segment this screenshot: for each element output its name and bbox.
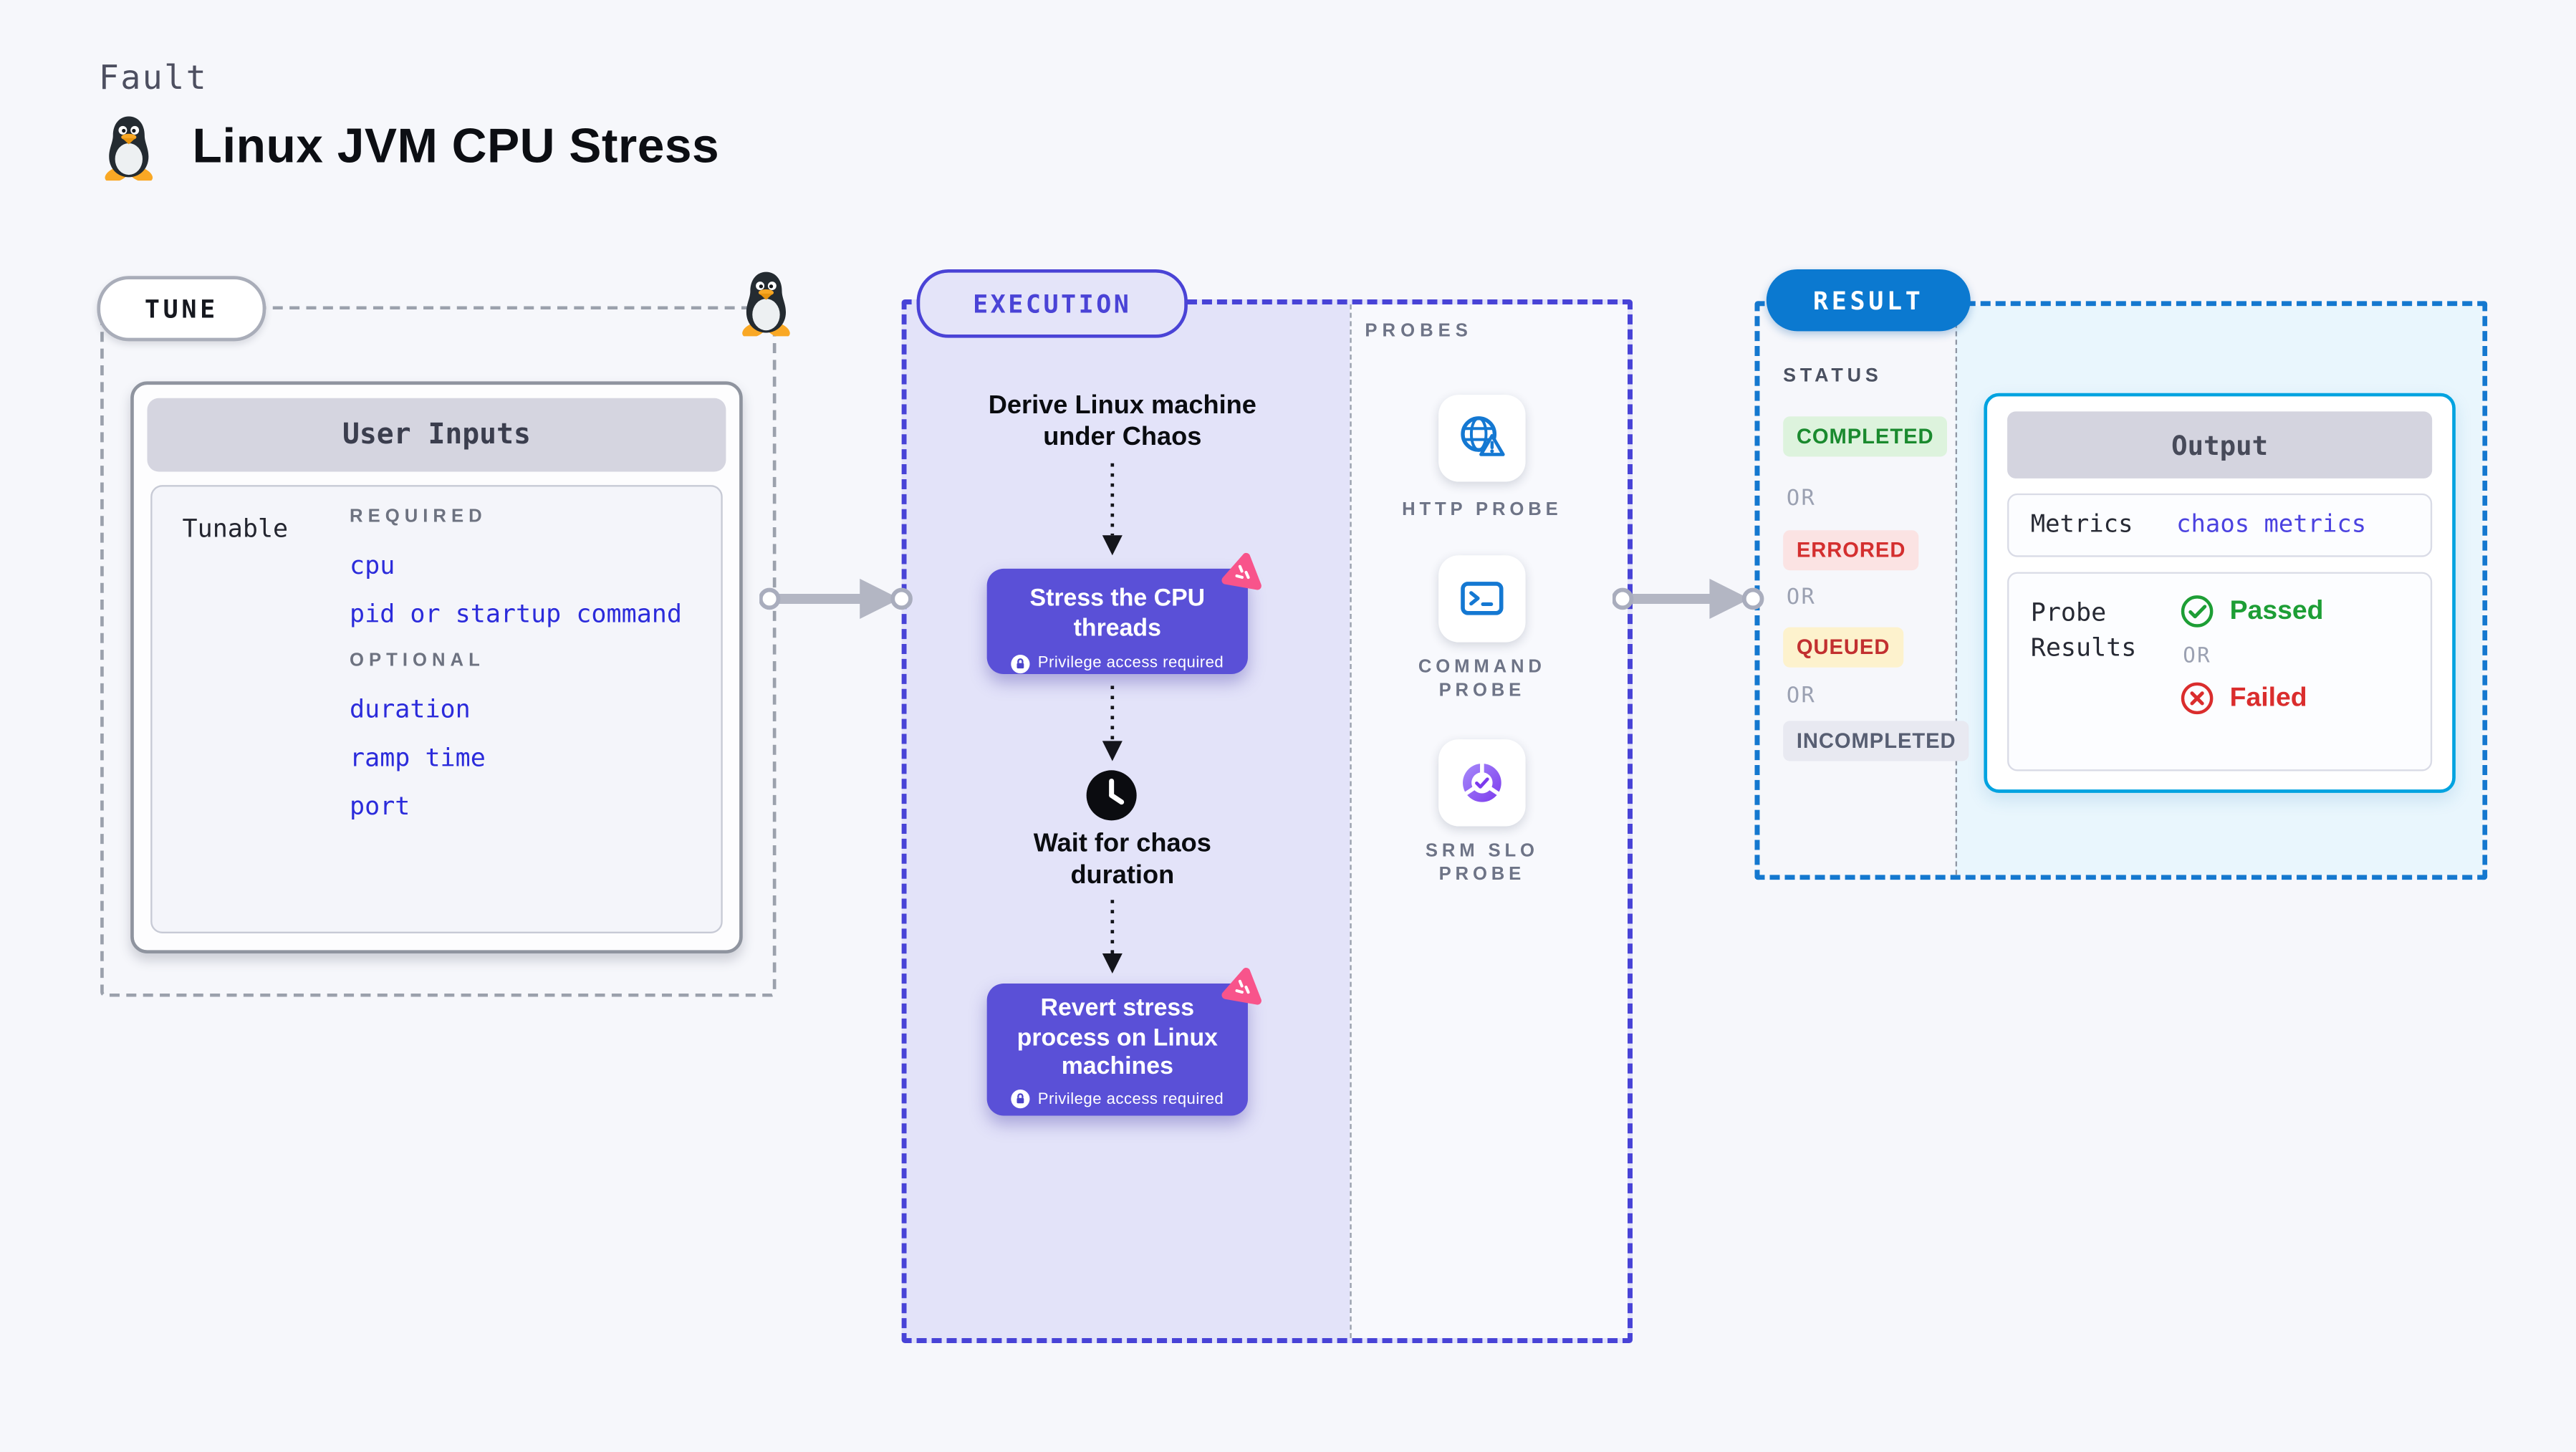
probe-label-line: HTTP PROBE bbox=[1402, 500, 1562, 521]
page-title: Linux JVM CPU Stress bbox=[192, 119, 720, 173]
stress-cpu-node[interactable]: Stress the CPU threads Privilege access … bbox=[986, 552, 1261, 675]
command-probe-label: COMMAND PROBE bbox=[1365, 655, 1599, 702]
output-title: Output bbox=[2007, 411, 2433, 479]
globe-alert-icon bbox=[1461, 416, 1505, 456]
tunable-duration[interactable]: duration bbox=[350, 694, 471, 725]
tunable-row-label: Tunable bbox=[182, 513, 289, 544]
output-card: Output Metrics chaos metrics Probe Resul… bbox=[1984, 393, 2456, 793]
failed-status: Failed bbox=[2180, 681, 2324, 716]
tunable-cpu[interactable]: cpu bbox=[350, 550, 395, 581]
metrics-value[interactable]: chaos metrics bbox=[2176, 511, 2367, 539]
tunable-port[interactable]: port bbox=[350, 791, 410, 822]
probe-results-line: Probe bbox=[2030, 597, 2107, 628]
wait-step-text: Wait for chaos duration bbox=[902, 828, 1343, 892]
status-badge-errored: ERRORED bbox=[1783, 530, 1920, 571]
probe-label-line: PROBE bbox=[1438, 865, 1526, 885]
derive-step-text: Derive Linux machine under Chaos bbox=[902, 390, 1343, 453]
dotted-arrow-down-icon bbox=[1102, 686, 1123, 761]
result-pill: RESULT bbox=[1766, 269, 1971, 332]
stress-line-2: threads bbox=[1073, 615, 1161, 643]
wait-line-1: Wait for chaos bbox=[1033, 830, 1211, 858]
derive-line-2: under Chaos bbox=[1043, 423, 1202, 452]
user-inputs-card: User Inputs Tunable REQUIRED cpu pid or … bbox=[130, 381, 743, 953]
derive-line-1: Derive Linux machine bbox=[988, 391, 1256, 420]
lock-icon bbox=[1011, 1090, 1031, 1109]
chaos-experiment-icon bbox=[1221, 968, 1261, 1005]
revert-line-2: process on Linux bbox=[1017, 1024, 1218, 1052]
probe-results-label: Probe Results bbox=[2031, 595, 2137, 665]
revert-privilege-note: Privilege access required bbox=[1037, 1090, 1224, 1108]
tunable-pid-or-startup-command[interactable]: pid or startup command bbox=[350, 598, 682, 629]
wait-line-2: duration bbox=[1070, 861, 1175, 890]
tunable-ramp-time[interactable]: ramp time bbox=[350, 742, 486, 773]
execution-to-result-arrow bbox=[1612, 578, 1764, 619]
tune-pill: TUNE bbox=[97, 276, 266, 342]
failed-label: Failed bbox=[2229, 683, 2307, 712]
or-separator: OR bbox=[2183, 642, 2212, 668]
metrics-label: Metrics bbox=[2030, 511, 2133, 539]
linux-penguin-icon bbox=[742, 271, 790, 337]
execution-pill: EXECUTION bbox=[916, 269, 1188, 338]
lock-icon bbox=[1011, 654, 1031, 674]
revert-stress-node[interactable]: Revert stress process on Linux machines … bbox=[986, 968, 1261, 1116]
dotted-arrow-down-icon bbox=[1102, 900, 1123, 974]
probe-label-line: PROBE bbox=[1438, 681, 1526, 701]
http-probe-card[interactable] bbox=[1438, 395, 1526, 482]
status-badge-incompleted: INCOMPLETED bbox=[1783, 721, 1970, 761]
probe-results-row: Probe Results Passed OR Fai bbox=[2007, 572, 2433, 771]
tune-section bbox=[100, 306, 777, 997]
probe-label-line: SRM SLO bbox=[1425, 841, 1539, 862]
fault-eyebrow: Fault bbox=[98, 57, 208, 97]
tune-to-execution-arrow bbox=[759, 578, 913, 619]
srm-slo-probe-label: SRM SLO PROBE bbox=[1365, 840, 1599, 886]
probes-heading: PROBES bbox=[1365, 321, 1473, 342]
stress-line-1: Stress the CPU bbox=[1029, 585, 1206, 612]
or-separator: OR bbox=[1786, 684, 1817, 710]
clock-icon bbox=[1086, 770, 1137, 821]
revert-line-3: machines bbox=[1061, 1054, 1173, 1081]
status-badge-completed: COMPLETED bbox=[1783, 416, 1948, 457]
slo-gauge-icon bbox=[1463, 761, 1501, 802]
probe-label-line: COMMAND bbox=[1418, 657, 1546, 678]
user-inputs-title: User Inputs bbox=[147, 398, 726, 472]
chaos-experiment-icon bbox=[1221, 552, 1261, 590]
stress-privilege-note: Privilege access required bbox=[1037, 654, 1224, 673]
or-separator: OR bbox=[1786, 486, 1817, 512]
status-heading: STATUS bbox=[1783, 366, 1883, 387]
status-badge-queued: QUEUED bbox=[1783, 627, 1904, 668]
page-title-row: Linux JVM CPU Stress bbox=[100, 114, 719, 181]
probe-results-line: Results bbox=[2030, 632, 2137, 663]
passed-label: Passed bbox=[2229, 596, 2324, 625]
x-circle-icon bbox=[2181, 682, 2214, 715]
user-inputs-panel: Tunable REQUIRED cpu pid or startup comm… bbox=[150, 485, 723, 933]
required-heading: REQUIRED bbox=[350, 506, 487, 527]
dotted-arrow-down-icon bbox=[1102, 463, 1123, 556]
http-probe-label: HTTP PROBE bbox=[1365, 499, 1599, 522]
metrics-row: Metrics chaos metrics bbox=[2007, 493, 2433, 557]
terminal-icon bbox=[1461, 582, 1504, 615]
srm-slo-probe-card[interactable] bbox=[1438, 739, 1526, 827]
optional-heading: OPTIONAL bbox=[350, 650, 485, 671]
passed-status: Passed bbox=[2180, 594, 2324, 629]
command-probe-card[interactable] bbox=[1438, 555, 1526, 643]
or-separator: OR bbox=[1786, 585, 1817, 611]
revert-line-1: Revert stress bbox=[1040, 995, 1195, 1022]
check-circle-icon bbox=[2181, 595, 2214, 628]
linux-penguin-icon bbox=[105, 116, 153, 181]
